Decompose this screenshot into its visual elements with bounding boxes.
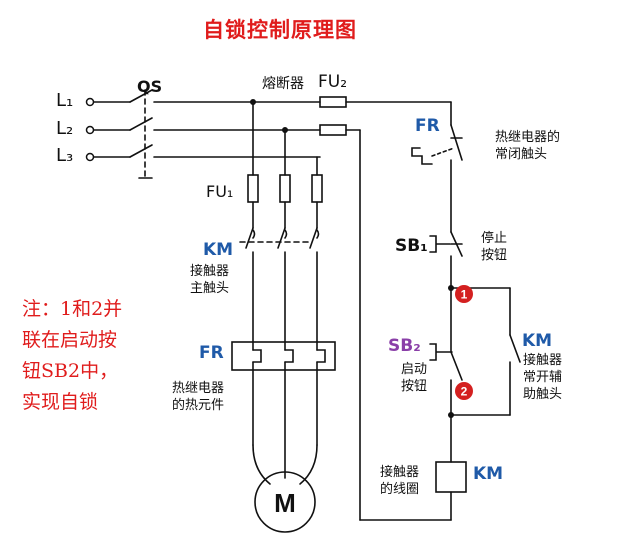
coil-desc-line: 的线圈 xyxy=(380,482,420,497)
fr-nc-actuator xyxy=(411,147,433,165)
fu1-fuse-3 xyxy=(311,174,323,203)
km-main-contact-3 xyxy=(309,227,318,249)
diagram-title: 自锁控制原理图 xyxy=(203,18,357,42)
fu2-code: FU₂ xyxy=(318,72,348,92)
terminal-l3 xyxy=(85,152,95,162)
km-main-desc-line: 接触器 xyxy=(190,264,230,279)
fr-heater-box xyxy=(231,341,336,371)
fu1-fuse-2 xyxy=(279,174,291,203)
sb2-desc: 启动 按钮 xyxy=(401,361,427,395)
terminal-l2 xyxy=(85,125,95,135)
coil-code: KM xyxy=(473,464,504,484)
coil-desc-line: 接触器 xyxy=(380,465,420,480)
sb2-code: SB₂ xyxy=(388,336,421,356)
fr-heater-element-2 xyxy=(284,349,294,363)
note-line: 联在启动按 xyxy=(22,329,118,351)
km-aux-desc-line: 助触头 xyxy=(523,387,563,402)
marker-1: 1 xyxy=(455,285,473,303)
fr-heater-element-1 xyxy=(252,349,262,363)
km-aux-contact-blade xyxy=(509,334,521,363)
marker-2: 2 xyxy=(455,382,473,400)
sb1-desc: 停止 按钮 xyxy=(481,230,507,264)
note-line: 实现自锁 xyxy=(22,391,99,413)
fr-contact-desc: 热继电器的 常闭触头 xyxy=(495,129,560,163)
label-l1: L₁ xyxy=(56,90,74,111)
fr-heater-element-3 xyxy=(316,349,326,363)
km-aux-desc-line: 接触器 xyxy=(523,353,563,368)
sb2-desc-line: 按钮 xyxy=(401,379,428,394)
terminal-l1 xyxy=(85,97,95,107)
fu2-fuse-lower xyxy=(319,124,347,136)
km-main-contact-1 xyxy=(245,227,254,249)
fr-nc-linkage xyxy=(431,147,455,157)
fu1-fuse-1 xyxy=(247,174,259,203)
km-main-code: KM xyxy=(203,240,234,260)
motor-label: M xyxy=(274,488,296,518)
note-line: 注：1和2并 xyxy=(22,298,123,320)
sb2-blade xyxy=(450,351,463,381)
km-aux-code: KM xyxy=(522,331,553,351)
sb1-actuator xyxy=(429,235,451,253)
note-text: 注：1和2并 联在启动按 钮SB2中， 实现自锁 xyxy=(22,294,162,418)
fr-contact-desc-line: 常闭触头 xyxy=(495,147,548,162)
fu2-fuse-upper xyxy=(319,96,347,108)
junction xyxy=(282,127,288,133)
km-main-contact-2 xyxy=(277,227,286,249)
qs-label: QS xyxy=(137,77,163,96)
label-l3: L₃ xyxy=(56,145,74,166)
km-main-desc-line: 主触头 xyxy=(190,281,230,296)
km-coil xyxy=(435,461,467,493)
km-aux-desc-line: 常开辅 xyxy=(523,370,563,385)
qs-blade-3 xyxy=(129,144,153,158)
note-line: 钮SB2中， xyxy=(22,360,119,382)
sb1-desc-line: 停止 xyxy=(481,231,508,246)
sb1-code: SB₁ xyxy=(395,236,428,256)
fu1-label: FU₁ xyxy=(206,182,234,201)
qs-blade-2 xyxy=(129,117,153,131)
fr-heater-code: FR xyxy=(199,343,224,363)
label-l2: L₂ xyxy=(56,118,74,139)
fr-contact-code: FR xyxy=(415,116,440,136)
coil-desc: 接触器 的线圈 xyxy=(380,464,419,498)
marker-1-label: 1 xyxy=(461,288,468,302)
sb1-desc-line: 按钮 xyxy=(481,248,508,263)
fu2-name: 熔断器 xyxy=(262,76,304,92)
sb2-desc-line: 启动 xyxy=(401,362,428,377)
km-main-desc: 接触器 主触头 xyxy=(190,263,229,297)
junction xyxy=(448,285,454,291)
fr-heater-desc: 热继电器 的热元件 xyxy=(172,380,224,414)
junction xyxy=(448,412,454,418)
marker-2-label: 2 xyxy=(461,385,468,399)
fr-nc-blade xyxy=(450,124,463,161)
fr-heater-desc-line: 热继电器 xyxy=(172,381,225,396)
km-aux-desc: 接触器 常开辅 助触头 xyxy=(523,352,562,403)
sb2-actuator xyxy=(429,343,453,361)
fr-contact-desc-line: 热继电器的 xyxy=(495,130,561,145)
motor-circle xyxy=(254,471,316,533)
qs-blade-1 xyxy=(129,89,153,103)
junction xyxy=(250,99,256,105)
fr-heater-desc-line: 的热元件 xyxy=(172,398,225,413)
